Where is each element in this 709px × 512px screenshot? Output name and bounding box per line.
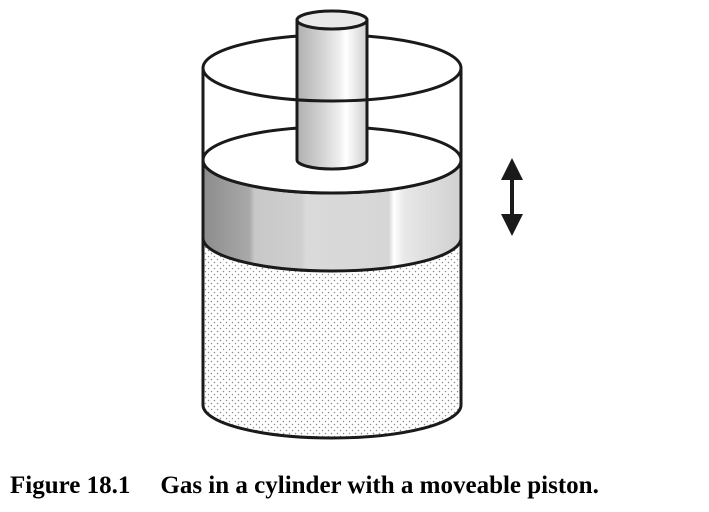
figure-number: Figure 18.1	[10, 472, 131, 499]
cylinder-piston-diagram	[201, 9, 523, 440]
figure-caption-text: Gas in a cylinder with a moveable piston…	[160, 472, 599, 499]
cylinder-bottom	[201, 404, 463, 440]
figure-caption: Figure 18.1 Gas in a cylinder with a move…	[10, 472, 709, 500]
up-down-arrow-icon	[501, 158, 523, 236]
piston-rod	[295, 9, 369, 171]
gas-region	[203, 238, 461, 438]
cylinder-rim-front	[201, 67, 463, 103]
